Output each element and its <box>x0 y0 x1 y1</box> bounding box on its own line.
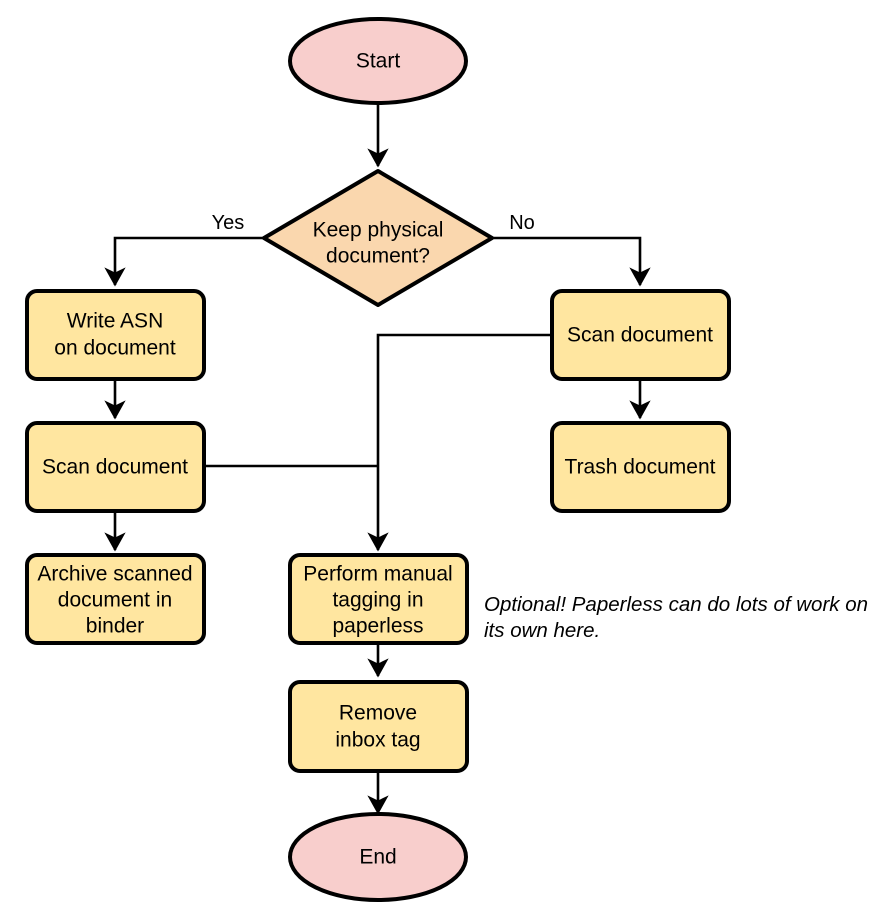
tagging-label-line3: paperless <box>332 615 423 638</box>
node-scan-document-right[interactable]: Scan document <box>550 289 731 381</box>
trash-document-box-shape <box>550 421 731 513</box>
remove-inbox-label-line2: inbox tag <box>335 729 420 752</box>
archive-label-line2: document in <box>58 589 172 612</box>
node-start[interactable]: Start <box>288 17 468 105</box>
scan-document-right-label: Scan document <box>567 324 713 347</box>
annotation-line1: Optional! Paperless can do lots of work … <box>484 593 868 616</box>
edge-label-yes: Yes <box>212 212 245 234</box>
node-scan-document-left[interactable]: Scan document <box>25 421 206 513</box>
tagging-box-shape <box>288 553 469 645</box>
archive-label-line1: Archive scanned <box>37 563 192 586</box>
annotation-line2: its own here. <box>484 619 600 642</box>
edge-decision-yes-to-write-asn <box>104 236 264 287</box>
tagging-label-line2: tagging in <box>332 589 423 612</box>
trash-document-label: Trash document <box>565 456 716 479</box>
end-label: End <box>359 846 396 869</box>
remove-inbox-box-shape <box>288 680 469 773</box>
node-remove-inbox-tag[interactable]: Remove inbox tag <box>288 680 469 773</box>
archive-box-shape <box>25 553 206 645</box>
decision-label-line1: Keep physical <box>313 219 444 242</box>
edge-decision-no-to-scan-right <box>492 236 651 287</box>
write-asn-box-shape <box>25 289 206 381</box>
node-archive-scanned-document[interactable]: Archive scanned document in binder <box>25 553 206 645</box>
annotation-optional-paperless: Optional! Paperless can do lots of work … <box>484 593 868 642</box>
write-asn-label-line1: Write ASN <box>67 310 163 333</box>
archive-label-line3: binder <box>86 615 144 638</box>
decision-diamond-shape <box>262 169 494 307</box>
start-ellipse-shape <box>288 17 468 105</box>
decision-label-line2: document? <box>326 245 430 268</box>
node-trash-document[interactable]: Trash document <box>550 421 731 513</box>
node-perform-manual-tagging[interactable]: Perform manual tagging in paperless <box>288 553 469 645</box>
scan-document-right-box-shape <box>550 289 731 381</box>
node-decision-keep-physical-document[interactable]: Keep physical document? <box>262 169 494 307</box>
scan-document-left-box-shape <box>25 421 206 513</box>
edges-group <box>104 101 651 815</box>
edge-labels-group: Yes No <box>212 212 535 234</box>
node-write-asn-on-document[interactable]: Write ASN on document <box>25 289 206 381</box>
scan-document-left-label: Scan document <box>42 456 188 479</box>
node-end[interactable]: End <box>288 812 468 902</box>
edge-scan-right-to-tagging <box>367 333 552 552</box>
write-asn-label-line2: on document <box>54 337 176 360</box>
edge-label-no: No <box>509 212 535 234</box>
remove-inbox-label-line1: Remove <box>339 702 417 725</box>
tagging-label-line1: Perform manual <box>303 563 452 586</box>
end-ellipse-shape <box>288 812 468 902</box>
start-label: Start <box>356 50 401 73</box>
